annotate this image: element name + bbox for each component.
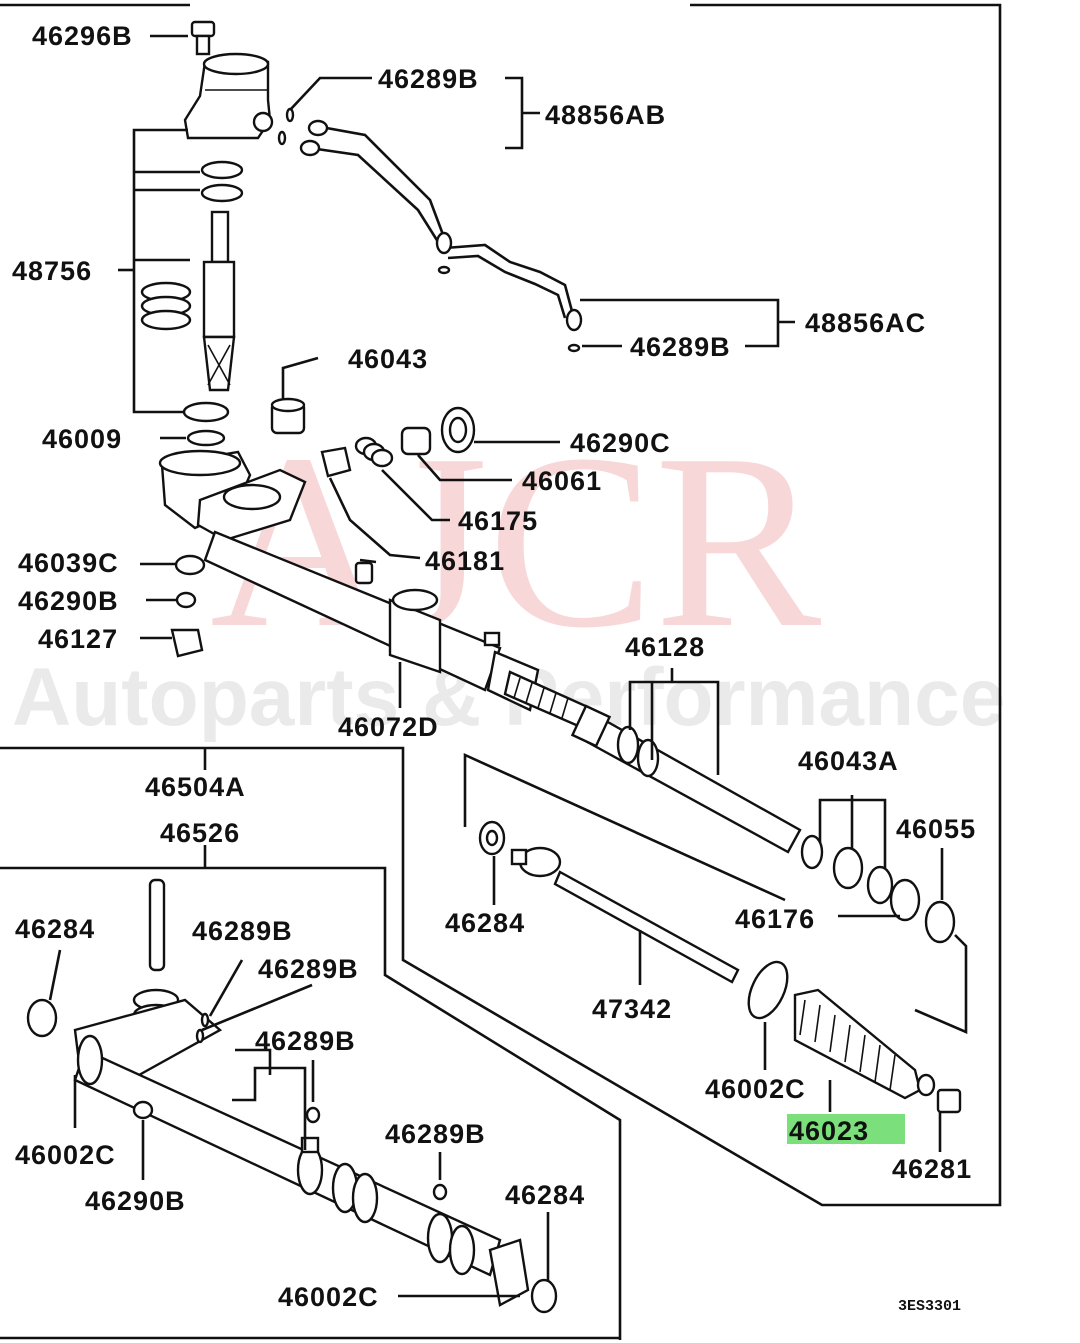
frame-lines <box>0 3 1002 1340</box>
locknut-46127 <box>170 628 204 658</box>
clamp-46002C <box>747 960 789 1020</box>
rack-housing-46526 <box>73 878 530 1307</box>
bushing-46043 <box>270 356 319 435</box>
label-46043: 46043 <box>348 344 428 374</box>
washer-46284-left <box>26 998 58 1038</box>
label-46009: 46009 <box>42 424 122 454</box>
label-46504A: 46504A <box>145 772 246 802</box>
label-46055: 46055 <box>896 814 976 844</box>
label-46284-left: 46284 <box>15 914 95 944</box>
label-46289B-b: 46289B <box>258 954 359 984</box>
label-46175: 46175 <box>458 506 538 536</box>
seal-ring-2 <box>200 183 244 203</box>
label-46281: 46281 <box>892 1154 972 1184</box>
pressure-pipes <box>277 107 583 353</box>
label-46061: 46061 <box>522 466 602 496</box>
seal-ring-1 <box>200 160 244 180</box>
label-46002C-left: 46002C <box>15 1140 116 1170</box>
label-46290B-left: 46290B <box>18 586 119 616</box>
label-46043A: 46043A <box>798 746 899 776</box>
yoke-46181 <box>320 446 421 560</box>
washer-46284-bottom <box>530 1278 558 1314</box>
label-46127: 46127 <box>38 624 118 654</box>
valve-housing <box>150 20 274 140</box>
clip-46055 <box>924 900 956 944</box>
seal-kit-46043A <box>800 795 921 922</box>
rack-tube <box>203 530 802 854</box>
label-46284-mid: 46284 <box>445 908 525 938</box>
label-46128: 46128 <box>625 632 705 662</box>
washer <box>182 401 230 423</box>
clamp-46281 <box>936 1088 962 1114</box>
label-46181: 46181 <box>425 546 505 576</box>
diagram-code: 3ES3301 <box>898 1298 961 1315</box>
washer-46290B <box>175 591 197 609</box>
label-46290B-bottom: 46290B <box>85 1186 186 1216</box>
label-46289B-d: 46289B <box>385 1119 486 1149</box>
label-46002C-right: 46002C <box>705 1074 806 1104</box>
label-46296B: 46296B <box>32 21 133 51</box>
label-46289B-c: 46289B <box>255 1026 356 1056</box>
label-46176: 46176 <box>735 904 815 934</box>
bracket-48756 <box>118 128 200 414</box>
label-46284-bottom: 46284 <box>505 1180 585 1210</box>
label-46289B-right: 46289B <box>630 332 731 362</box>
label-46023: 46023 <box>789 1116 869 1146</box>
tie-rod-47342 <box>463 752 786 985</box>
bearing-46009 <box>186 429 226 447</box>
label-48856AC: 48856AC <box>805 308 926 338</box>
label-46002C-bottom: 46002C <box>278 1282 379 1312</box>
pinion-shaft <box>202 210 236 392</box>
spring <box>140 281 192 331</box>
highlight-46023 <box>787 1114 905 1144</box>
label-46290C: 46290C <box>570 428 671 458</box>
label-48856AB: 48856AB <box>545 100 666 130</box>
plug-46061 <box>400 426 432 456</box>
label-46072D: 46072D <box>338 712 439 742</box>
spring-46175 <box>354 436 450 522</box>
nut-46039C <box>174 554 206 576</box>
label-46289B-a: 46289B <box>192 916 293 946</box>
gear-housing <box>158 449 307 542</box>
label-46039C: 46039C <box>18 548 119 578</box>
label-46526: 46526 <box>160 818 240 848</box>
watermark-logo: AJCR <box>210 403 822 680</box>
label-46289B-top: 46289B <box>378 64 479 94</box>
boot-46023 <box>793 988 936 1100</box>
label-48756: 48756 <box>12 256 92 286</box>
label-47342: 47342 <box>592 994 672 1024</box>
